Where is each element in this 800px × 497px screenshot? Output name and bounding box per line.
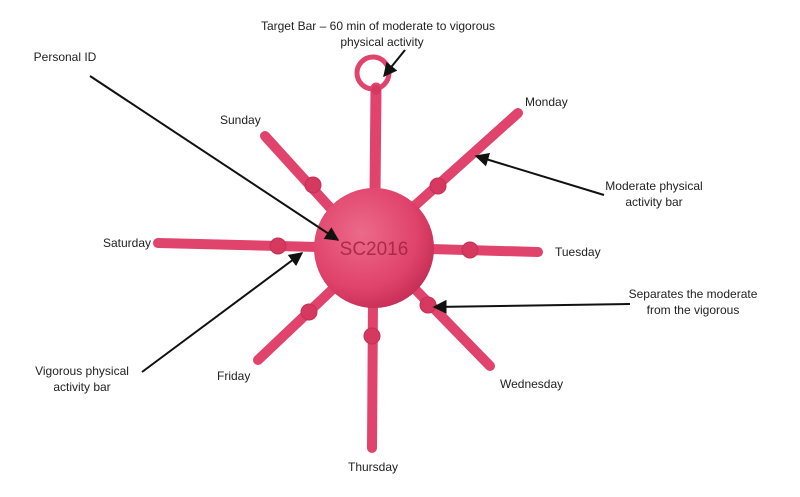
top-knob [371,85,381,95]
annotation-separator-line1: Separates the moderate [629,287,758,301]
label-wednesday: Wednesday [500,377,563,391]
bead-friday [300,303,318,321]
arrow-separator [432,299,631,314]
central-hub [314,188,434,308]
annotation-moderate-bar-line2: activity bar [625,195,682,209]
annotation-arrows [89,49,631,373]
spoke-tuesday [425,244,543,257]
bead-wednesday [419,296,437,314]
label-saturday: Saturday [103,236,151,250]
annotation-vigorous-bar-line1: Vigorous physical [35,364,129,378]
annotation-vigorous-bar-line2: activity bar [53,380,110,394]
label-sunday: Sunday [220,113,261,127]
annotation-separator-line2: from the vigorous [647,303,740,317]
label-thursday: Thursday [348,460,398,474]
personal-id-text: SC2016 [340,239,409,260]
annotation-target-bar-line2: physical activity [340,35,423,49]
label-friday: Friday [217,369,250,383]
bead-sunday [304,176,322,194]
arrow-vigorous-bar [141,252,304,373]
spoke-sunday [260,131,339,217]
annotation-personal-id: Personal ID [34,50,97,64]
annotation-labels: Target Bar – 60 min of moderate to vigor… [34,19,758,394]
label-monday: Monday [525,95,568,109]
day-labels: Monday Tuesday Wednesday Thursday Friday… [103,95,601,474]
arrow-moderate-bar [474,152,605,196]
bead-thursday [363,327,381,345]
annotation-target-bar-line1: Target Bar – 60 min of moderate to vigor… [261,19,495,33]
label-tuesday: Tuesday [555,245,601,259]
separator-beads [269,176,479,345]
spoke-friday [253,282,340,365]
bead-monday [429,177,447,195]
arrow-personal-id [89,75,340,241]
spoke-top-target [369,82,382,201]
spoke-saturday [153,238,323,252]
spoke-monday [405,108,523,215]
spoke-thursday [367,293,378,453]
bead-tuesday [461,241,479,259]
annotation-moderate-bar-line1: Moderate physical [605,179,702,193]
bead-saturday [269,237,287,255]
arrow-target-bar [383,49,406,78]
